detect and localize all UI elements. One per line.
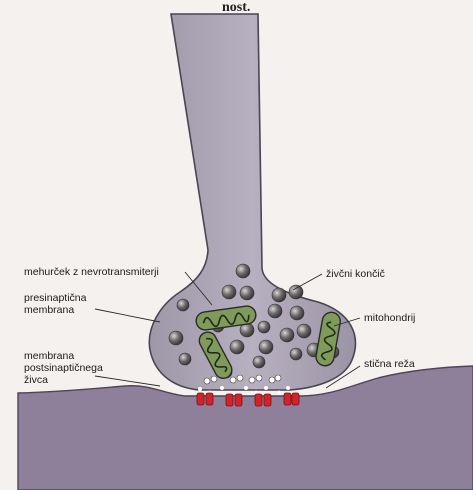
vesicle — [169, 331, 183, 345]
receptor — [292, 393, 299, 405]
label-synaptic-cleft: stična reža — [364, 358, 415, 370]
receptor — [235, 394, 242, 406]
label-vesicle: mehurček z nevrotransmiterji — [24, 266, 159, 278]
vesicle — [259, 340, 273, 354]
receptor — [284, 393, 291, 405]
vesicle — [258, 321, 270, 333]
vesicle — [290, 348, 302, 360]
vesicle — [253, 356, 265, 368]
vesicle — [289, 285, 303, 299]
vesicle — [236, 264, 250, 278]
receptor — [226, 394, 233, 406]
vesicle — [268, 304, 282, 318]
receptor — [264, 394, 271, 406]
label-mitochondrion: mitohondrij — [364, 312, 415, 324]
vesicle — [222, 285, 236, 299]
label-postsynaptic-membrane: membrana postsinaptičnega živca — [24, 350, 103, 386]
vesicle — [179, 353, 191, 365]
vesicle — [272, 288, 286, 302]
vesicle — [230, 340, 244, 354]
vesicle — [240, 286, 254, 300]
vesicle — [290, 306, 304, 320]
receptor — [255, 394, 262, 406]
label-presynaptic-membrane: presinaptična membrana — [24, 292, 86, 316]
vesicle — [177, 299, 189, 311]
receptor — [197, 393, 204, 405]
vesicle — [297, 324, 311, 338]
receptor — [206, 393, 213, 405]
label-nerve-ending: živčni končič — [326, 268, 385, 280]
vesicle — [280, 328, 294, 342]
